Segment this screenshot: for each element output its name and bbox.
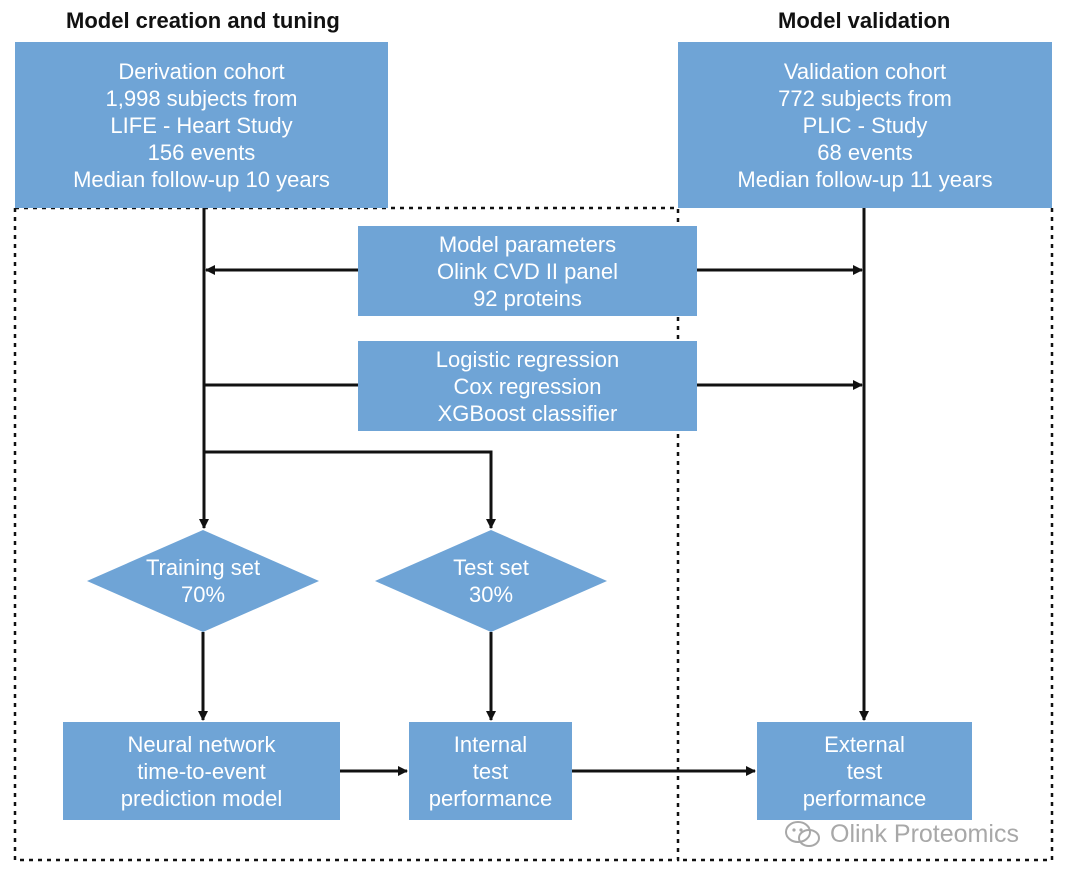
validation-line-5: Median follow-up 11 years	[737, 166, 993, 192]
methods-line-2: Cox regression	[453, 373, 602, 399]
external-line-2: test	[846, 758, 883, 784]
validation-line-3: PLIC - Study	[802, 112, 928, 138]
external-line-1: External	[824, 731, 905, 757]
derivation-cohort-box: Derivation cohort 1,998 subjects from LI…	[15, 42, 388, 208]
derivation-line-2: 1,998 subjects from	[105, 85, 298, 111]
external-test-box: External test performance	[757, 722, 972, 820]
internal-line-3: performance	[428, 785, 553, 811]
training-set-diamond: Training set 70%	[87, 530, 319, 632]
training-set-label: Training set	[145, 555, 261, 580]
heading-model-creation: Model creation and tuning	[66, 8, 340, 33]
derivation-line-1: Derivation cohort	[118, 58, 285, 84]
parameters-line-1: Model parameters	[438, 231, 617, 257]
watermark-text: Olink Proteomics	[830, 820, 1019, 848]
left-region-border	[13, 206, 680, 862]
training-diamond-shape	[87, 530, 319, 632]
internal-line-2: test	[472, 758, 509, 784]
internal-test-box: Internal test performance	[409, 722, 572, 820]
methods-line-1: Logistic regression	[435, 346, 620, 372]
right-region-border	[678, 208, 1054, 862]
test-set-percent: 30%	[468, 582, 514, 607]
neural-line-1: Neural network	[127, 731, 276, 757]
methods-line-3: XGBoost classifier	[437, 400, 618, 426]
chat-bubble-icon	[785, 821, 820, 847]
model-parameters-box: Model parameters Olink CVD II panel 92 p…	[358, 226, 697, 316]
test-set-label: Test set	[453, 555, 529, 580]
validation-line-2: 772 subjects from	[778, 85, 952, 111]
neural-line-3: prediction model	[120, 785, 283, 811]
validation-line-4: 68 events	[817, 139, 913, 165]
arrow-to-test-set	[204, 450, 496, 529]
parameters-line-2: Olink CVD II panel	[437, 258, 618, 284]
derivation-line-5: Median follow-up 10 years	[73, 166, 330, 192]
neural-line-2: time-to-event	[137, 758, 266, 784]
internal-line-1: Internal	[453, 731, 528, 757]
training-set-percent: 70%	[180, 582, 226, 607]
derivation-line-4: 156 events	[147, 139, 256, 165]
heading-model-validation: Model validation	[778, 8, 951, 33]
neural-network-box: Neural network time-to-event prediction …	[63, 722, 340, 820]
external-line-3: performance	[802, 785, 927, 811]
derivation-line-3: LIFE - Heart Study	[110, 112, 293, 138]
test-set-diamond: Test set 30%	[375, 530, 607, 632]
test-diamond-shape	[375, 530, 607, 632]
validation-cohort-box: Validation cohort 772 subjects from PLIC…	[678, 42, 1052, 208]
parameters-line-3: 92 proteins	[473, 285, 582, 311]
model-methods-box: Logistic regression Cox regression XGBoo…	[358, 341, 697, 431]
validation-line-1: Validation cohort	[783, 58, 947, 84]
